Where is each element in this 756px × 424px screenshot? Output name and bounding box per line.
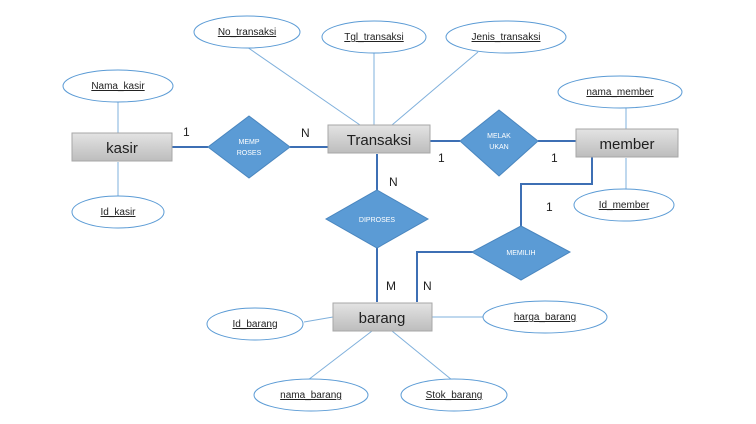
line-id-barang [303, 316, 334, 323]
attribute-nama-barang-label: nama_barang [280, 390, 342, 401]
entity-member[interactable]: member [575, 128, 679, 158]
attribute-nama-kasir[interactable]: Nama_kasir [62, 69, 174, 103]
attribute-jenis-transaksi[interactable]: Jenis_transaksi [445, 20, 567, 54]
attribute-id-barang-label: Id_barang [232, 319, 277, 330]
line-jenis-transaksi [391, 51, 479, 126]
attribute-jenis-transaksi-label: Jenis_transaksi [472, 32, 541, 43]
line-no-transaksi [246, 46, 361, 126]
relationship-memproses-label-2: ROSES [237, 150, 262, 157]
attribute-harga-barang-label: harga_barang [514, 312, 576, 323]
attribute-id-member-label: Id_member [599, 200, 650, 211]
attribute-tgl-transaksi-label: Tgl_transaksi [344, 32, 403, 43]
attribute-id-kasir[interactable]: Id_kasir [71, 195, 165, 229]
cardinality-kasir-memproses: 1 [183, 125, 190, 139]
cardinality-transaksi-diproses: N [389, 175, 398, 189]
relationship-memproses[interactable]: MEMP ROSES [207, 115, 291, 179]
attribute-nama-member[interactable]: nama_member [557, 75, 683, 109]
cardinality-member-melakukan: 1 [551, 151, 558, 165]
attribute-nama-member-label: nama_member [586, 87, 654, 98]
relationship-diproses[interactable]: DIPROSES [324, 189, 430, 249]
cardinality-barang-memilih: N [423, 279, 432, 293]
relationship-lines [172, 140, 593, 302]
attribute-no-transaksi[interactable]: No_transaksi [193, 15, 301, 49]
entity-kasir[interactable]: kasir [71, 132, 173, 162]
attribute-no-transaksi-label: No_transaksi [218, 27, 276, 38]
attribute-lines [117, 46, 627, 381]
entity-barang-label: barang [359, 310, 406, 327]
relationship-melakukan-label-2: UKAN [489, 144, 508, 151]
cardinality-member-memilih: 1 [546, 200, 553, 214]
relationship-diproses-label: DIPROSES [359, 217, 396, 224]
attribute-id-kasir-label: Id_kasir [100, 207, 136, 218]
cardinality-transaksi-melakukan: 1 [438, 151, 445, 165]
cardinality-labels: 1 N 1 1 N M 1 N [183, 125, 558, 293]
line-memilih-barang [416, 251, 476, 302]
relationship-melakukan-label-1: MELAK [487, 133, 511, 140]
attribute-stok-barang-label: Stok_barang [426, 390, 483, 401]
attribute-nama-barang[interactable]: nama_barang [253, 378, 369, 412]
cardinality-barang-diproses: M [386, 279, 396, 293]
line-nama-barang [307, 330, 373, 381]
attribute-stok-barang[interactable]: Stok_barang [400, 378, 508, 412]
relationship-memilih-label: MEMILIH [506, 250, 535, 257]
entity-transaksi[interactable]: Transaksi [327, 124, 431, 154]
relationship-memproses-label-1: MEMP [239, 139, 260, 146]
entity-transaksi-label: Transaksi [347, 132, 411, 149]
entity-barang[interactable]: barang [332, 302, 433, 332]
attribute-tgl-transaksi[interactable]: Tgl_transaksi [321, 20, 427, 54]
entity-member-label: member [599, 136, 654, 153]
attribute-id-barang[interactable]: Id_barang [206, 307, 304, 341]
relationship-melakukan[interactable]: MELAK UKAN [459, 109, 539, 177]
entity-kasir-label: kasir [106, 140, 138, 157]
attribute-harga-barang[interactable]: harga_barang [482, 300, 608, 334]
line-member-memilih [520, 157, 593, 226]
relationship-memilih[interactable]: MEMILIH [470, 225, 572, 281]
attribute-id-member[interactable]: Id_member [573, 188, 675, 222]
line-stok-barang [391, 330, 453, 381]
attribute-nama-kasir-label: Nama_kasir [91, 81, 145, 92]
cardinality-transaksi-memproses: N [301, 126, 310, 140]
